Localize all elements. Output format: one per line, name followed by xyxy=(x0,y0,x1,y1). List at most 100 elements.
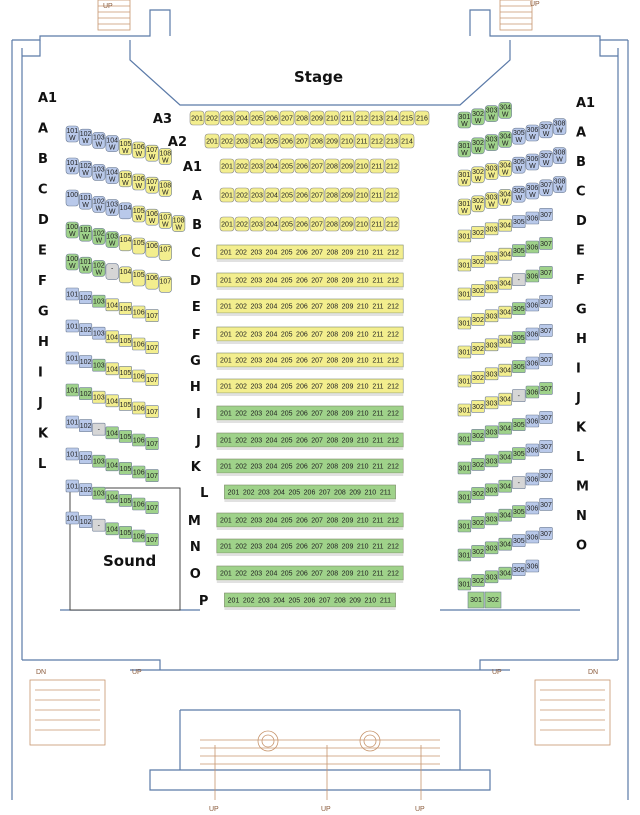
seat[interactable] xyxy=(369,158,385,174)
seat[interactable] xyxy=(324,216,340,232)
seat[interactable] xyxy=(158,244,172,261)
seat[interactable] xyxy=(539,440,553,453)
seat[interactable] xyxy=(512,185,526,203)
seat[interactable] xyxy=(525,240,540,254)
seat[interactable] xyxy=(525,472,540,486)
seat[interactable] xyxy=(118,234,132,252)
seat[interactable] xyxy=(118,302,132,315)
seat[interactable] xyxy=(65,479,79,493)
seat[interactable] xyxy=(219,187,235,203)
seat[interactable] xyxy=(132,305,146,319)
seat[interactable] xyxy=(118,526,132,539)
seat[interactable] xyxy=(498,566,512,580)
seat[interactable] xyxy=(92,228,106,245)
seat[interactable] xyxy=(471,429,485,442)
seat[interactable] xyxy=(264,216,280,232)
seat[interactable] xyxy=(525,327,540,341)
seat[interactable] xyxy=(471,137,485,155)
seat[interactable] xyxy=(471,313,485,326)
seat[interactable] xyxy=(512,331,526,344)
seat[interactable] xyxy=(457,169,472,187)
seat[interactable] xyxy=(484,251,499,265)
seat[interactable] xyxy=(279,187,295,203)
seat[interactable] xyxy=(457,403,472,417)
seat[interactable] xyxy=(525,269,540,283)
seat[interactable] xyxy=(65,415,79,429)
seat[interactable] xyxy=(158,180,172,197)
seat[interactable] xyxy=(145,533,159,546)
seat[interactable] xyxy=(498,218,512,232)
seat[interactable] xyxy=(79,256,93,274)
seat[interactable] xyxy=(512,215,526,228)
seat[interactable] xyxy=(219,133,235,149)
seat[interactable] xyxy=(132,173,146,191)
seat[interactable] xyxy=(539,527,553,540)
seat[interactable] xyxy=(471,226,485,239)
seat[interactable] xyxy=(249,158,265,174)
seat[interactable] xyxy=(145,373,159,386)
seat[interactable] xyxy=(264,133,280,149)
seat[interactable] xyxy=(279,158,295,174)
seat[interactable] xyxy=(249,133,265,149)
seat[interactable] xyxy=(384,110,400,126)
seat[interactable] xyxy=(471,458,485,471)
seat[interactable] xyxy=(65,383,79,397)
seat[interactable] xyxy=(172,215,186,232)
seat[interactable] xyxy=(309,133,325,149)
seat[interactable] xyxy=(65,319,79,333)
seat[interactable] xyxy=(145,437,159,450)
seat[interactable] xyxy=(484,309,499,323)
seat[interactable] xyxy=(79,419,93,432)
seat[interactable] xyxy=(539,150,553,168)
seat[interactable] xyxy=(105,298,119,312)
seat[interactable] xyxy=(498,392,512,406)
seat[interactable] xyxy=(105,167,119,184)
seat[interactable] xyxy=(539,353,553,366)
seat[interactable] xyxy=(457,490,472,504)
seat[interactable] xyxy=(457,198,472,216)
seat[interactable] xyxy=(145,501,159,514)
seat[interactable] xyxy=(118,430,132,443)
seat[interactable] xyxy=(471,545,485,558)
seat[interactable] xyxy=(552,118,567,135)
seat[interactable] xyxy=(498,247,512,261)
seat[interactable] xyxy=(339,110,355,126)
seat[interactable] xyxy=(471,255,485,268)
seat[interactable] xyxy=(471,487,485,500)
seat[interactable] xyxy=(484,396,499,410)
seat[interactable] xyxy=(525,385,540,399)
seat[interactable] xyxy=(539,469,553,482)
seat[interactable] xyxy=(79,128,93,146)
seat[interactable] xyxy=(498,363,512,377)
seat[interactable] xyxy=(512,418,526,431)
seat[interactable] xyxy=(105,330,119,344)
seat[interactable] xyxy=(484,338,499,352)
seat[interactable] xyxy=(145,144,159,162)
seat[interactable] xyxy=(309,187,325,203)
seat[interactable] xyxy=(484,163,499,180)
seat[interactable] xyxy=(512,534,526,547)
seat[interactable] xyxy=(65,447,79,461)
seat[interactable] xyxy=(92,422,106,436)
seat[interactable] xyxy=(92,454,106,468)
seat[interactable] xyxy=(539,179,553,197)
seat[interactable] xyxy=(525,153,540,171)
seat[interactable] xyxy=(539,237,553,250)
seat[interactable] xyxy=(457,345,472,359)
seat[interactable] xyxy=(525,124,540,142)
seat[interactable] xyxy=(309,110,325,126)
seat[interactable] xyxy=(457,287,472,301)
seat[interactable] xyxy=(309,216,325,232)
seat[interactable] xyxy=(354,110,370,126)
seat[interactable] xyxy=(512,389,526,402)
seat[interactable] xyxy=(309,158,325,174)
seat[interactable] xyxy=(294,133,310,149)
seat[interactable] xyxy=(105,426,119,440)
seat[interactable] xyxy=(498,131,512,148)
seat[interactable] xyxy=(105,522,119,536)
seat[interactable] xyxy=(118,266,132,284)
seat[interactable] xyxy=(79,192,93,210)
seat[interactable] xyxy=(484,222,499,236)
seat[interactable] xyxy=(525,298,540,312)
seat[interactable] xyxy=(118,366,132,379)
